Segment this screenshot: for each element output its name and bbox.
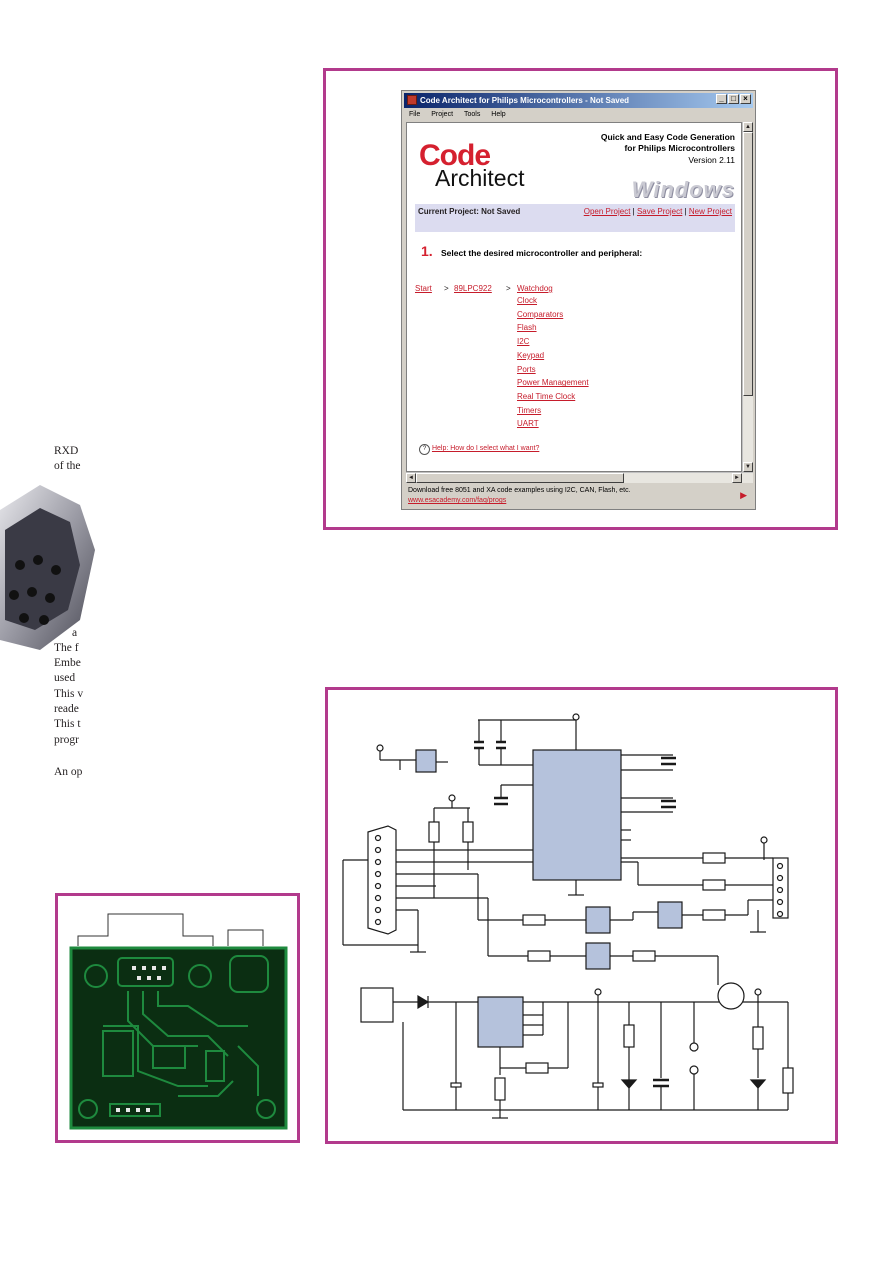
peripheral-link[interactable]: Comparators [517,309,564,319]
link-separator: | [632,207,635,216]
link-separator: | [684,207,687,216]
article-text-line: a [72,627,78,639]
tagline-line: for Philips Microcontrollers [624,143,735,153]
article-text-line: progr [54,734,79,746]
code-architect-window: Code Architect for Philips Microcontroll… [401,90,756,510]
breadcrumb-watchdog[interactable]: Watchdog [517,284,553,293]
scroll-right-icon[interactable]: ► [732,473,742,483]
pcb-figure-frame [55,893,300,1143]
help-link[interactable]: Help: How do I select what I want? [431,445,540,452]
scroll-thumb[interactable] [743,132,753,396]
peripheral-link[interactable]: I2C [517,337,530,347]
help-icon: ? [419,444,430,455]
help-row: ? Help: How do I select what I want? [419,444,539,455]
status-text: Download free 8051 and XA code examples … [408,487,631,494]
peripheral-link[interactable]: Power Management [517,378,589,388]
logo-architect: Architect [435,165,525,191]
windows-label: Windows [631,177,735,202]
horizontal-scrollbar[interactable]: ◄ ► [406,472,753,483]
project-bar: Current Project: Not Saved Open Project … [415,204,735,232]
article-text-line: RXD [54,445,79,457]
app-icon [407,95,417,105]
scroll-up-icon[interactable]: ▲ [743,122,753,132]
schematic-figure-frame [325,687,838,1144]
article-text-line: This v [54,688,84,700]
tagline: Quick and Easy Code Generation for Phili… [545,132,735,154]
screenshot-figure-frame [323,68,838,530]
peripheral-link[interactable]: Timers [517,405,542,415]
peripheral-link[interactable]: Flash [517,323,537,333]
peripheral-list: Clock Comparators Flash I2C Keypad Ports… [517,294,589,431]
article-text-line: This t [54,718,81,730]
window-title: Code Architect for Philips Microcontroll… [420,96,630,105]
breadcrumb-device[interactable]: 89LPC922 [454,284,492,293]
scroll-down-icon[interactable]: ▼ [743,462,753,472]
menu-tools[interactable]: Tools [463,111,481,118]
peripheral-link[interactable]: Real Time Clock [517,391,576,401]
close-button[interactable]: × [740,94,751,104]
article-text-line: of the [54,460,81,472]
peripheral-link[interactable]: Clock [517,296,538,305]
open-project-link[interactable]: Open Project [583,207,631,216]
minimize-button[interactable]: _ [716,94,727,104]
article-text-line: used [54,672,76,684]
hscroll-thumb[interactable] [416,473,624,483]
article-text-line: An op [54,766,83,778]
article-text-line: Embe [54,657,81,669]
circuit-schematic [342,713,794,1119]
breadcrumb-arrow: > [506,284,511,293]
step-instruction: Select the desired microcontroller and p… [441,248,643,258]
status-link[interactable]: www.esacademy.com/faq/progs [408,497,507,504]
breadcrumb-start[interactable]: Start [415,284,432,293]
breadcrumb-arrow: > [444,284,449,293]
window-titlebar[interactable]: Code Architect for Philips Microcontroll… [404,93,753,108]
browser-content: Code Architect Quick and Easy Code Gener… [406,122,742,472]
version-label: Version 2.11 [688,155,735,165]
pcb-layout [69,913,288,1130]
peripheral-link[interactable]: UART [517,419,539,429]
vertical-scrollbar[interactable]: ▲ ▼ [742,122,753,472]
logo-code: Code [419,139,491,172]
scroll-left-icon[interactable]: ◄ [406,473,416,483]
menu-help[interactable]: Help [491,111,506,118]
db9-connector-photo [0,485,95,650]
peripheral-link[interactable]: Keypad [517,350,545,360]
tagline-line: Quick and Easy Code Generation [600,132,735,142]
menu-project[interactable]: Project [431,111,454,118]
article-text-line: The f [54,642,79,654]
status-bar: Download free 8051 and XA code examples … [404,484,753,507]
article-text-line: reade [54,703,79,715]
current-project-label: Current Project: Not Saved [418,207,521,216]
step-number: 1. [421,243,433,259]
maximize-button[interactable]: □ [728,94,739,104]
new-project-link[interactable]: New Project [688,207,732,216]
menu-file[interactable]: File [409,111,421,118]
play-arrow-icon[interactable]: ▶ [740,490,747,500]
menu-bar: File Project Tools Help [404,109,753,121]
save-project-link[interactable]: Save Project [636,207,683,216]
project-links: Open Project | Save Project | New Projec… [532,207,732,217]
peripheral-link[interactable]: Ports [517,364,536,374]
